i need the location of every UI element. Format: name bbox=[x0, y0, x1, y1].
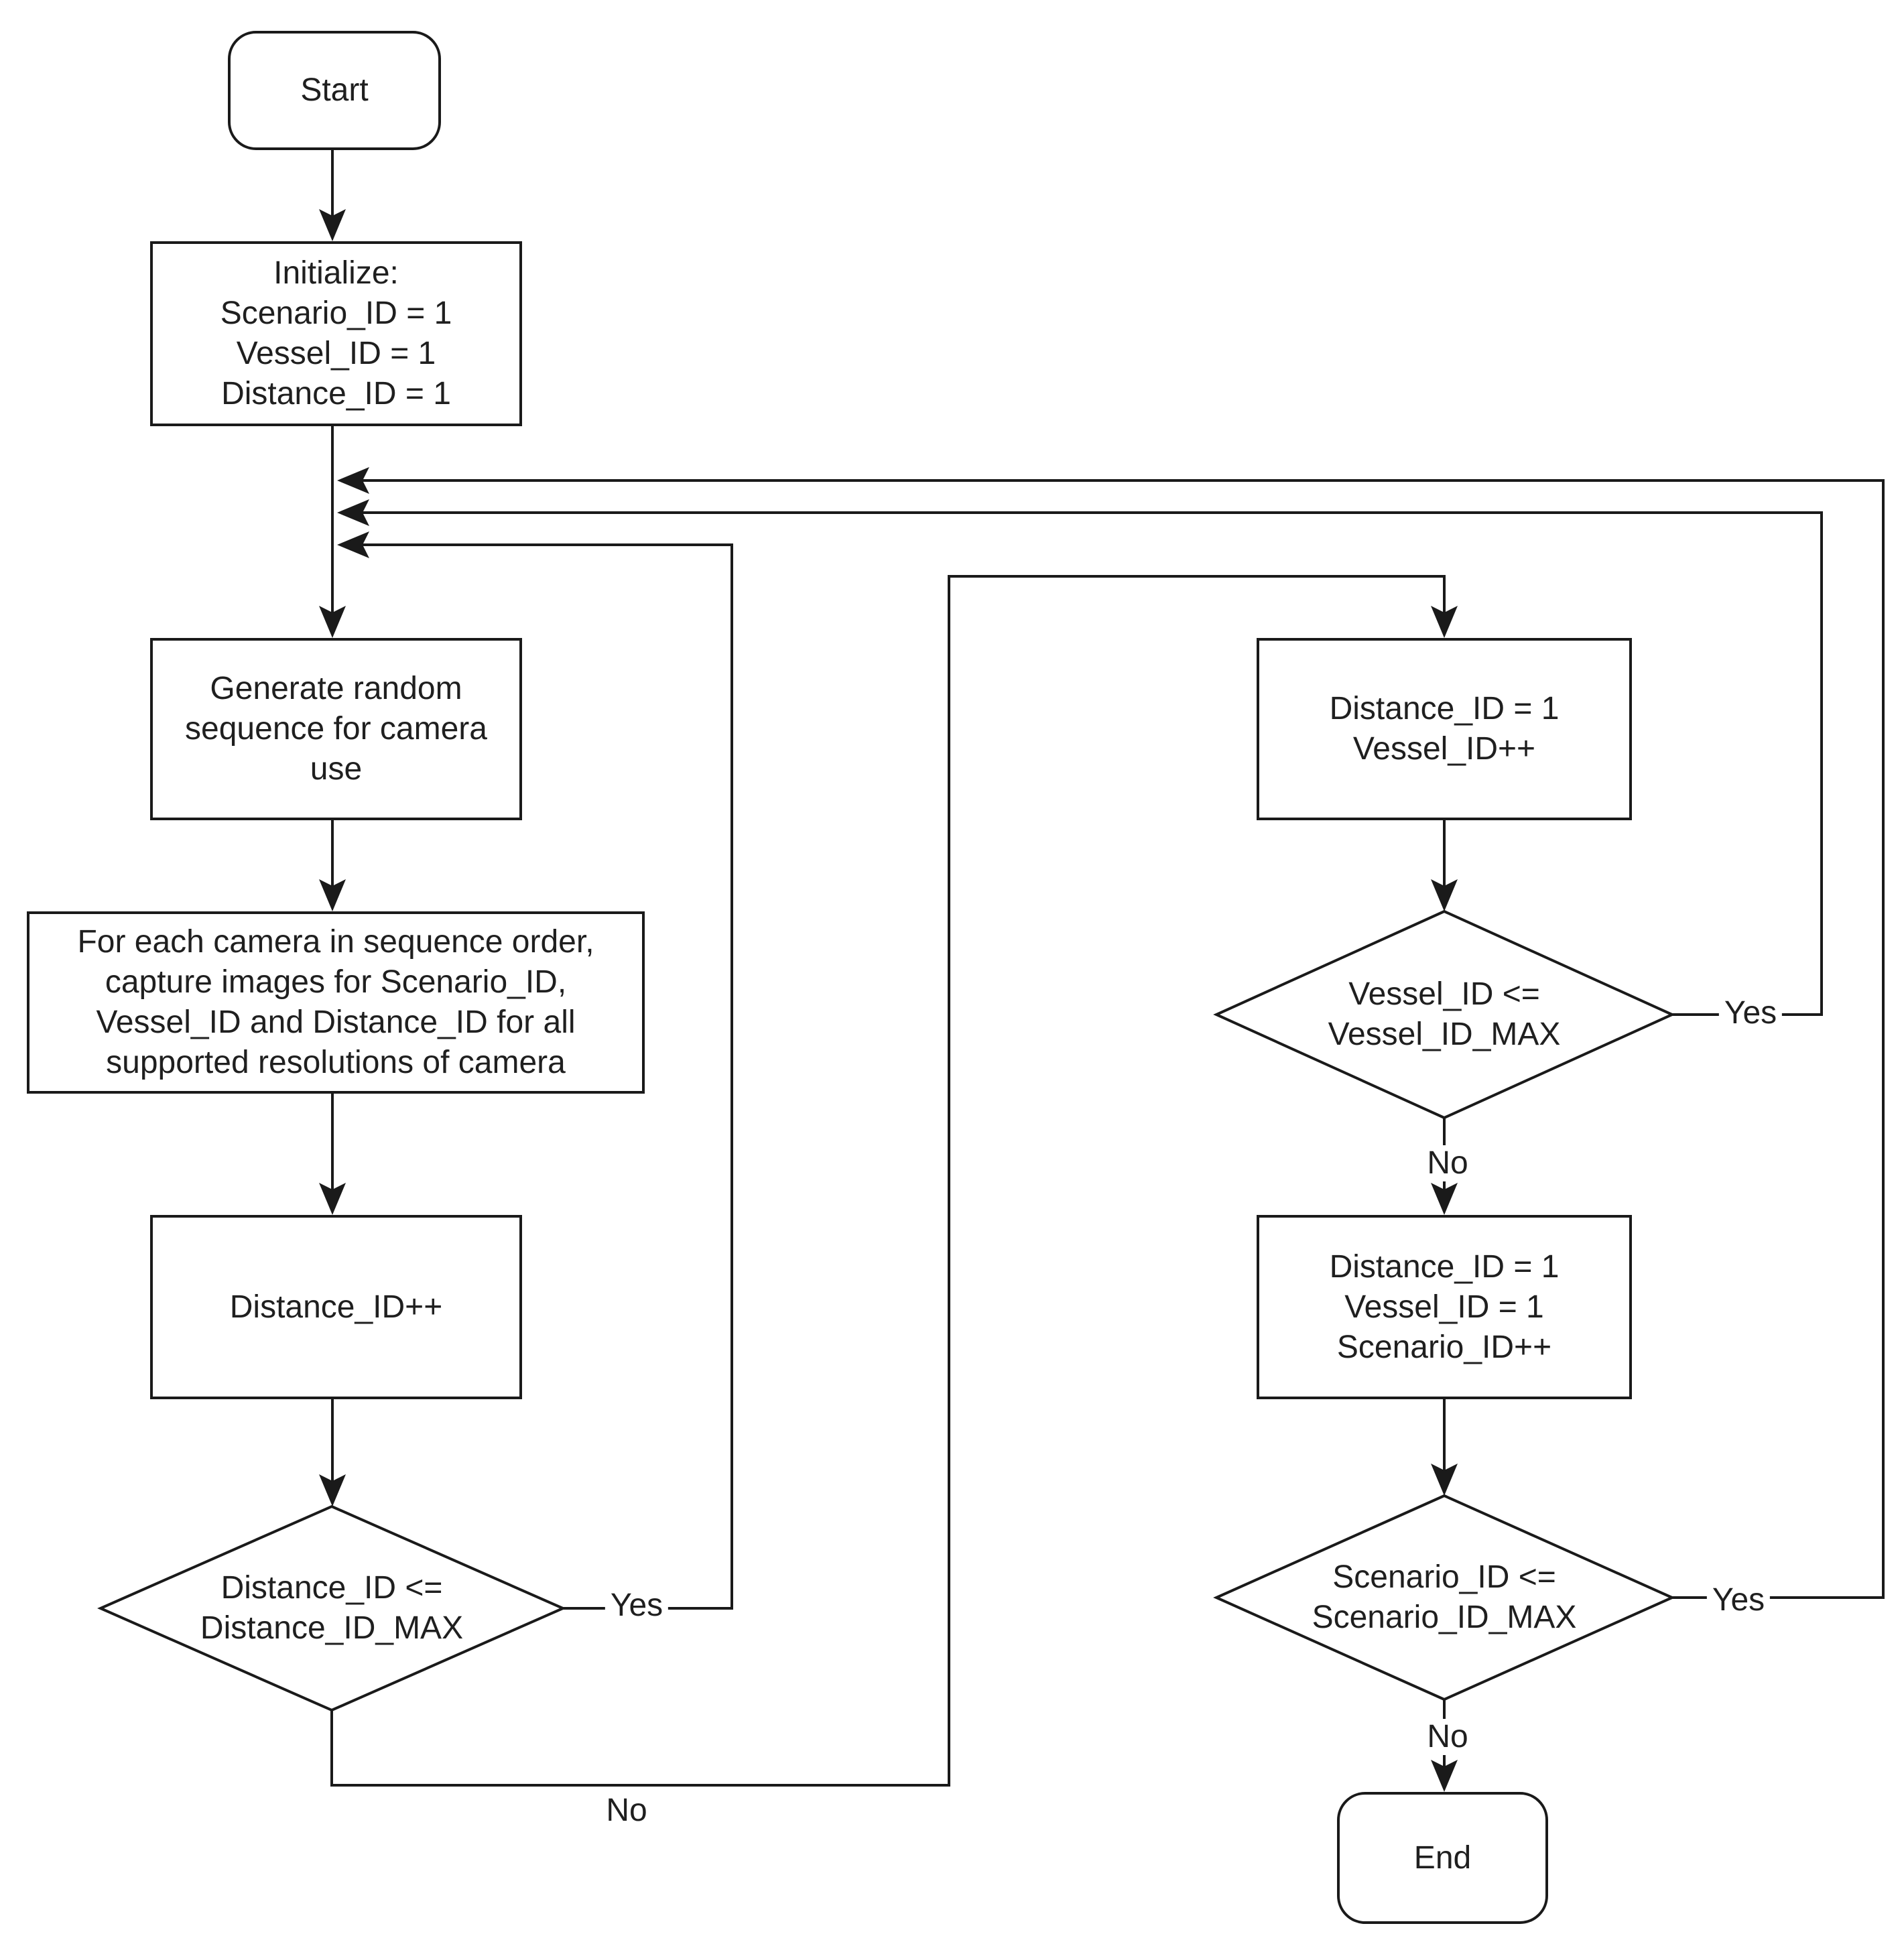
arrowhead-into-distance-check bbox=[319, 1474, 346, 1506]
label-vessel-check-no: No bbox=[1421, 1145, 1474, 1181]
label-vessel-check-yes: Yes bbox=[1718, 995, 1783, 1031]
node-end: End bbox=[1337, 1792, 1548, 1924]
decision-scenario-check-label: Scenario_ID <=Scenario_ID_MAX bbox=[1312, 1559, 1577, 1635]
node-start: Start bbox=[228, 31, 441, 150]
arrowhead-into-scenario-advance bbox=[1431, 1183, 1458, 1215]
node-start-label: Start bbox=[300, 72, 369, 108]
arrowhead-into-vessel-advance bbox=[1431, 606, 1458, 638]
label-distance-check-no: No bbox=[600, 1793, 653, 1829]
decision-distance-check-shape bbox=[97, 1504, 566, 1712]
decision-vessel-check-shape bbox=[1213, 909, 1675, 1120]
arrowhead-into-distance-increment bbox=[319, 1183, 346, 1215]
arrowhead-into-generate bbox=[319, 606, 346, 638]
arrowhead-into-vessel-check bbox=[1431, 879, 1458, 911]
arrowhead-into-capture bbox=[319, 879, 346, 911]
arrowhead-return-vessel-loop bbox=[337, 499, 369, 526]
decision-distance-check-label: Distance_ID <=Distance_ID_MAX bbox=[200, 1570, 464, 1646]
node-distance-increment-label: Distance_ID++ bbox=[229, 1289, 443, 1325]
edge-scenario-check-yes-loop bbox=[362, 479, 1885, 1599]
decision-scenario-check-shape bbox=[1213, 1494, 1675, 1701]
node-end-label: End bbox=[1413, 1840, 1472, 1876]
arrowhead-into-initialize bbox=[319, 209, 346, 241]
label-scenario-check-yes: Yes bbox=[1706, 1582, 1771, 1618]
node-distance-increment: Distance_ID++ bbox=[150, 1215, 522, 1399]
arrowhead-into-scenario-check bbox=[1431, 1464, 1458, 1496]
label-scenario-check-no: No bbox=[1421, 1719, 1474, 1755]
label-distance-check-yes: Yes bbox=[605, 1588, 669, 1624]
decision-vessel-check-label: Vessel_ID <=Vessel_ID_MAX bbox=[1328, 976, 1561, 1052]
arrowhead-into-end bbox=[1431, 1760, 1458, 1792]
node-capture-images: For each camera in sequence order,captur… bbox=[27, 911, 645, 1094]
edge-distance-check-no-to-vessel-advance bbox=[330, 575, 1446, 1787]
arrowhead-return-distance-loop bbox=[337, 531, 369, 558]
arrowhead-return-scenario-loop bbox=[337, 467, 369, 494]
node-capture-images-label: For each camera in sequence order,captur… bbox=[77, 924, 594, 1080]
